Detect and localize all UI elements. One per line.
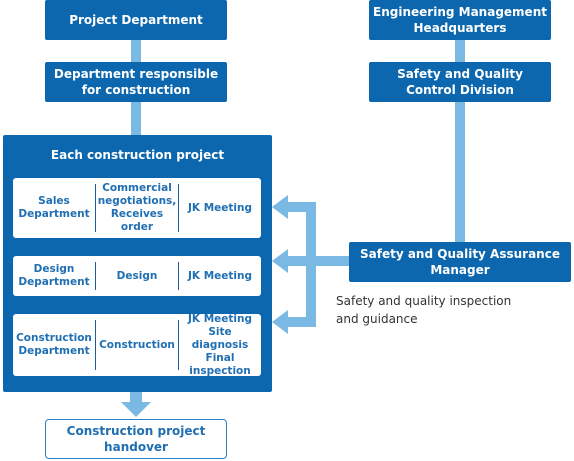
connector-branch-row1 bbox=[286, 202, 316, 212]
handover-label: Construction project handover bbox=[66, 424, 206, 454]
row-task-cell: Construction bbox=[96, 314, 178, 376]
row-meeting-cell: JK Meeting bbox=[179, 178, 261, 238]
process-row-construction: Construction Department Construction JK … bbox=[13, 312, 261, 377]
arrow-to-handover-stem bbox=[130, 392, 142, 404]
process-row-design: Design Department Design JK Meeting bbox=[13, 256, 261, 296]
row-task-label: Commercial negotiations, Receives order bbox=[97, 182, 177, 233]
row-task-label: Design bbox=[116, 269, 158, 282]
dept-responsible-label: Department responsible for construction bbox=[53, 67, 219, 97]
connector-dept-to-project bbox=[131, 102, 141, 135]
arrow-left-row1 bbox=[272, 195, 288, 219]
safety-quality-control-box: Safety and Quality Control Division bbox=[369, 62, 551, 102]
inspection-guidance-caption: Safety and quality inspection and guidan… bbox=[336, 294, 512, 326]
row-divider bbox=[178, 262, 179, 290]
each-project-title: Each construction project bbox=[50, 148, 225, 162]
engineering-hq-box: Engineering Management Headquarters bbox=[369, 0, 551, 40]
row-meeting-label: JK Meeting bbox=[188, 269, 252, 282]
project-department-box: Project Department bbox=[45, 0, 227, 40]
connector-hq-to-division bbox=[455, 40, 465, 62]
row-dept-label: Sales Department bbox=[18, 195, 90, 220]
process-row-sales: Sales Department Commercial negotiations… bbox=[13, 178, 261, 238]
row-divider bbox=[95, 262, 96, 290]
connector-project-to-dept bbox=[131, 40, 141, 62]
row-dept-label: Design Department bbox=[18, 263, 90, 288]
row-divider bbox=[178, 320, 179, 370]
connector-division-to-manager bbox=[455, 102, 465, 242]
safety-quality-manager-box: Safety and Quality Assurance Manager bbox=[349, 242, 571, 282]
row-divider bbox=[178, 184, 179, 232]
project-department-label: Project Department bbox=[69, 13, 203, 27]
arrow-to-handover-head bbox=[121, 402, 151, 417]
arrow-left-row2 bbox=[272, 249, 288, 273]
arrow-left-row3 bbox=[272, 310, 288, 334]
safety-quality-manager-label: Safety and Quality Assurance Manager bbox=[360, 247, 560, 277]
row-divider bbox=[95, 184, 96, 232]
row-task-label: Construction bbox=[99, 338, 175, 351]
row-dept-cell: Construction Department bbox=[13, 314, 95, 376]
row-divider bbox=[95, 320, 96, 370]
handover-box: Construction project handover bbox=[45, 419, 227, 459]
row-meeting-cell: JK Meeting bbox=[179, 256, 261, 296]
row-task-cell: Commercial negotiations, Receives order bbox=[96, 178, 178, 238]
row-meeting-label: JK Meeting bbox=[188, 201, 252, 214]
row-meeting-label: JK Meeting Site diagnosis Final inspecti… bbox=[188, 312, 252, 377]
row-dept-cell: Sales Department bbox=[13, 178, 95, 238]
each-construction-project-box: Each construction project Sales Departme… bbox=[3, 135, 272, 392]
connector-manager-feed bbox=[310, 256, 350, 266]
safety-quality-control-label: Safety and Quality Control Division bbox=[397, 67, 523, 97]
connector-branch-row3 bbox=[286, 317, 316, 327]
dept-responsible-box: Department responsible for construction bbox=[45, 62, 227, 102]
row-dept-cell: Design Department bbox=[13, 256, 95, 296]
row-task-cell: Design bbox=[96, 256, 178, 296]
engineering-hq-label: Engineering Management Headquarters bbox=[373, 5, 547, 35]
row-meeting-cell: JK Meeting Site diagnosis Final inspecti… bbox=[179, 312, 261, 377]
connector-branch-row2 bbox=[286, 256, 316, 266]
row-dept-label: Construction Department bbox=[16, 332, 92, 357]
